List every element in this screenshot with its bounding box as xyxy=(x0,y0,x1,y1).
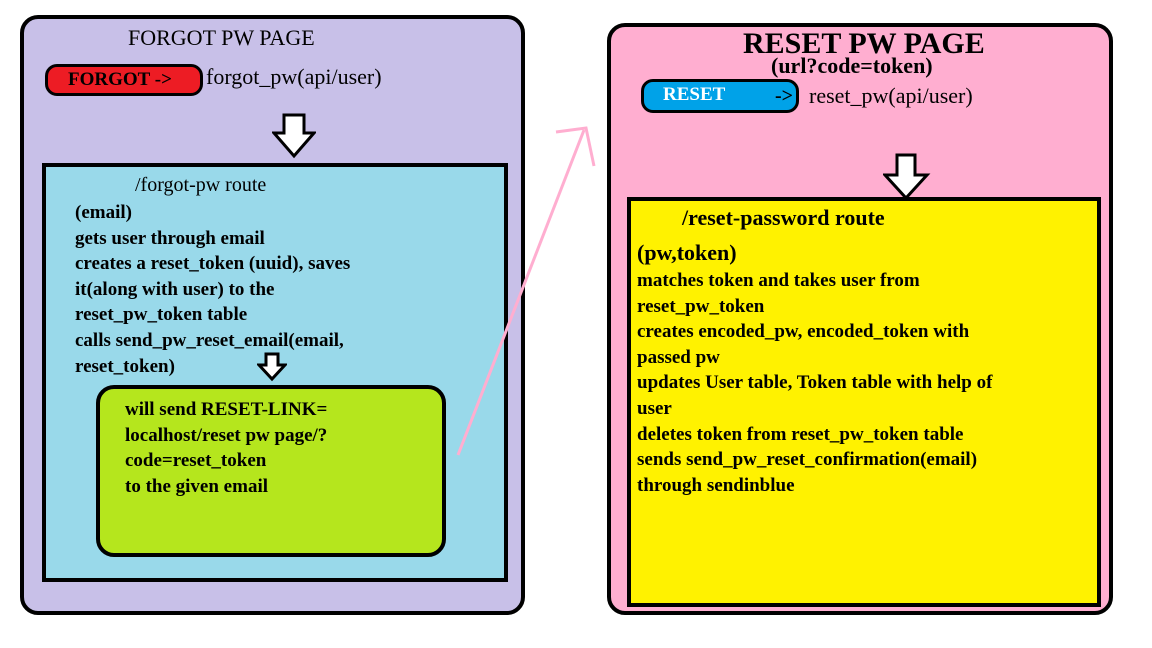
link-arrow-icon xyxy=(456,126,596,456)
forgot-route-line: gets user through email xyxy=(75,227,265,249)
reset-route-line: creates encoded_pw, encoded_token with xyxy=(637,321,970,343)
reset-route-line: reset_pw_token xyxy=(637,295,765,317)
reset-route-line: user xyxy=(637,397,672,419)
forgot-pw-page-panel: FORGOT PW PAGE FORGOT -> forgot_pw(api/u… xyxy=(20,15,525,615)
forgot-route-line: calls send_pw_reset_email(email, xyxy=(75,329,344,351)
reset-button-arrow: -> xyxy=(775,85,794,107)
reset-route-description: matches token and takes user from reset_… xyxy=(637,268,992,498)
email-line: localhost/reset pw page/? xyxy=(125,424,328,446)
reset-route-line: deletes token from reset_pw_token table xyxy=(637,423,964,445)
forgot-route-line: reset_pw_token table xyxy=(75,304,248,326)
reset-password-route-box: /reset-password route (pw,token) matches… xyxy=(627,197,1101,607)
email-line: will send RESET-LINK= xyxy=(125,399,328,420)
forgot-pw-route-box: /forgot-pw route (email) gets user throu… xyxy=(42,163,508,582)
reset-url-hint: (url?code=token) xyxy=(771,53,933,78)
forgot-page-title: FORGOT PW PAGE xyxy=(128,25,315,50)
reset-route-line: matches token and takes user from xyxy=(637,270,920,291)
forgot-route-line: it(along with user) to the xyxy=(75,278,275,300)
forgot-route-title: /forgot-pw route xyxy=(135,174,267,196)
reset-route-line: sends send_pw_reset_confirmation(email) xyxy=(637,449,978,471)
reset-button[interactable]: RESET xyxy=(641,79,799,113)
reset-route-title: /reset-password route xyxy=(682,205,885,230)
reset-route-line: passed pw xyxy=(637,346,720,368)
reset-route-params: (pw,token) xyxy=(637,240,737,265)
forgot-route-line: reset_token) xyxy=(75,355,175,377)
reset-route-line: updates User table, Token table with hel… xyxy=(637,372,993,394)
forgot-button[interactable]: FORGOT -> xyxy=(45,64,203,96)
email-line: to the given email xyxy=(125,475,269,497)
forgot-route-description: (email) gets user through email creates … xyxy=(75,200,350,379)
reset-page-title: RESET PW PAGE xyxy=(743,27,985,60)
forgot-route-line: creates a reset_token (uuid), saves xyxy=(75,253,351,275)
forgot-api-call: forgot_pw(api/user) xyxy=(206,64,382,89)
email-line: code=reset_token xyxy=(125,450,267,472)
down-arrow-icon xyxy=(257,352,287,382)
reset-button-label: RESET xyxy=(663,84,726,105)
down-arrow-icon xyxy=(272,113,316,159)
reset-api-call: reset_pw(api/user) xyxy=(809,83,973,108)
reset-pw-page-panel: RESET PW PAGE (url?code=token) RESET -> … xyxy=(607,23,1113,615)
reset-email-box: will send RESET-LINK= localhost/reset pw… xyxy=(96,385,446,557)
forgot-route-line: (email) xyxy=(75,202,132,223)
reset-route-line: through sendinblue xyxy=(637,474,795,496)
email-description: will send RESET-LINK= localhost/reset pw… xyxy=(125,397,327,499)
down-arrow-icon xyxy=(883,153,931,201)
